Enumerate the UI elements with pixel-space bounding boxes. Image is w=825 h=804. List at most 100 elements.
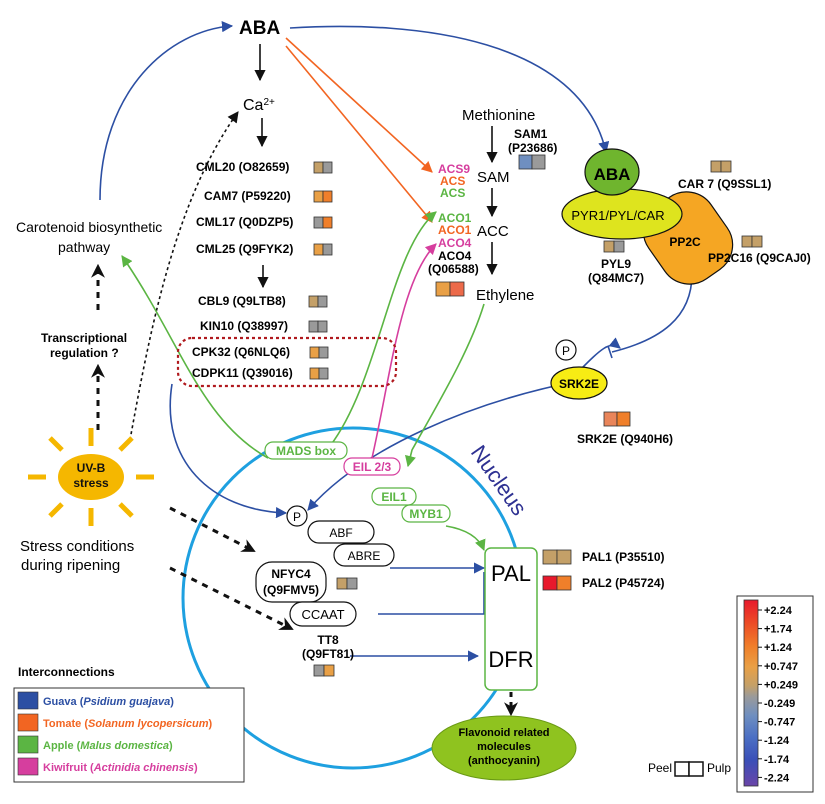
gene-acs-tomato: ACS xyxy=(440,174,465,188)
heat-tt8 xyxy=(313,664,335,677)
heat-cml25 xyxy=(313,243,333,256)
legend-item-guava: Guava (Psidium guajava) xyxy=(17,691,174,710)
stress-label-line2: during ripening xyxy=(21,557,120,574)
pyr-label: PYR1/PYL/CAR xyxy=(571,208,664,223)
gene-aco4-line1: ACO4 xyxy=(438,249,472,263)
peel-swatch xyxy=(674,761,690,777)
mads-box-node xyxy=(264,441,348,460)
blue-pp2c-to-srk2e xyxy=(611,273,693,353)
abf-node xyxy=(307,520,375,544)
heat-cml17 xyxy=(313,216,333,229)
blue-carotenoid-to-aba xyxy=(99,21,234,201)
heat-pyl9 xyxy=(603,240,625,253)
gene-cbl9: CBL9 (Q9LTB8) xyxy=(198,294,286,308)
heat-nfyc4 xyxy=(336,577,358,590)
ccaat-node xyxy=(289,601,357,627)
arrow-uvb-to-nfyc4 xyxy=(169,506,256,552)
flavonoid-label-line2: molecules xyxy=(477,741,531,753)
gene-cml20: CML20 (O82659) xyxy=(196,160,289,174)
blue-aba-to-receptor xyxy=(289,25,610,154)
legend-label-tomato: Tomate (Solanum lycopersicum) xyxy=(43,718,212,730)
legend-title: Interconnections xyxy=(18,665,115,679)
heat-aco4 xyxy=(435,281,465,297)
pal-dfr-box xyxy=(484,547,538,691)
gene-cml25: CML25 (Q9FYK2) xyxy=(196,242,293,256)
uvb-sun-icon xyxy=(28,428,154,526)
blue-cdpk-to-p xyxy=(169,383,288,519)
legend-label-apple: Apple (Malus domestica) xyxy=(43,740,173,752)
scale-label: +0.249 xyxy=(764,679,798,691)
legend-label-kiwi: Kiwifruit (Actinidia chinensis) xyxy=(43,762,198,774)
gene-aco1-tomato: ACO1 xyxy=(438,223,472,237)
calcium-label: Ca2+ xyxy=(243,97,275,115)
transcriptional-label-line1: Transcriptional xyxy=(41,331,127,345)
gene-car7: CAR 7 (Q9SSL1) xyxy=(678,177,771,191)
dotted-uvb-to-ca xyxy=(129,111,239,441)
phosphate-label-srk2e: P xyxy=(562,344,570,358)
carotenoid-label-line1: Carotenoid biosynthetic xyxy=(16,219,162,235)
myb1-label: MYB1 xyxy=(409,507,443,521)
legend-label-guava: Guava (Psidium guajava) xyxy=(43,696,174,708)
legend-item-kiwi: Kiwifruit (Actinidia chinensis) xyxy=(17,757,198,776)
sam-label: SAM xyxy=(477,169,510,186)
eil23-label: EIL 2/3 xyxy=(353,460,392,474)
gene-sam1-line2: (P23686) xyxy=(508,141,557,155)
gene-pal1: PAL1 (P35510) xyxy=(582,550,664,564)
srk2e-shape xyxy=(550,366,608,400)
aba-receptor-label: ABA xyxy=(594,165,631,184)
gene-nfyc4-line1: NFYC4 xyxy=(271,567,311,581)
heat-cbl9 xyxy=(308,295,328,308)
heat-cpk32 xyxy=(309,346,329,359)
arrow-stress-to-tt8 xyxy=(169,566,294,630)
aba-ligand-shape xyxy=(584,148,640,196)
abre-node xyxy=(333,543,395,567)
gene-acs-apple: ACS xyxy=(440,186,465,200)
uvb-label-line1: UV-B xyxy=(77,461,106,475)
scale-label: -0.747 xyxy=(764,717,795,729)
methionine-label: Methionine xyxy=(462,107,535,124)
heat-srk2e xyxy=(603,411,631,427)
pink-eil23-to-aco4 xyxy=(371,243,437,459)
scale-bar xyxy=(743,599,759,787)
blue-srk2e-to-p xyxy=(307,377,595,511)
blue-p-to-srk2e xyxy=(579,337,621,371)
srk2e-label: SRK2E xyxy=(559,377,599,391)
blue-ccaat-to-pal xyxy=(378,572,485,615)
heat-cam7 xyxy=(313,190,333,203)
green-myb1-to-pal xyxy=(445,525,486,552)
nfyc4-node xyxy=(255,561,327,603)
gene-aco4-kiwi: ACO4 xyxy=(438,236,472,250)
eil1-label: EIL1 xyxy=(381,490,407,504)
scale-label: -2.24 xyxy=(764,772,790,784)
uvb-label-line2: stress xyxy=(73,476,109,490)
green-mads-to-aco1 xyxy=(329,211,437,447)
dfr-label: DFR xyxy=(488,647,533,672)
scale-ticks: +2.24+1.74+1.24+0.747+0.249-0.249-0.747-… xyxy=(758,605,798,784)
cdpk-highlight-box xyxy=(176,336,398,388)
gene-acs9-kiwi: ACS9 xyxy=(438,162,470,176)
heat-cdpk11 xyxy=(309,367,329,380)
scale-label: +1.74 xyxy=(764,624,793,636)
scale-label: -0.249 xyxy=(764,698,795,710)
gene-pyl9-line1: PYL9 xyxy=(601,257,631,271)
legend-swatch-tomato xyxy=(17,713,39,732)
abre-label: ABRE xyxy=(348,549,381,563)
legend-box xyxy=(13,687,245,783)
gene-cdpk11: CDPK11 (Q39016) xyxy=(192,366,293,380)
pp2c-label: PP2C xyxy=(669,235,701,249)
gene-cpk32: CPK32 (Q6NLQ6) xyxy=(192,345,290,359)
flavonoid-node xyxy=(431,715,577,781)
heat-car7 xyxy=(710,160,732,173)
phosphate-icon-abf xyxy=(286,505,308,527)
legend-item-apple: Apple (Malus domestica) xyxy=(17,735,173,754)
heat-cml20 xyxy=(313,161,333,174)
gene-kin10: KIN10 (Q38997) xyxy=(200,319,288,333)
stress-label-line1: Stress conditions xyxy=(20,538,134,555)
gene-cml17: CML17 (Q0DZP5) xyxy=(196,215,293,229)
heat-pal2 xyxy=(542,575,572,591)
transcriptional-label-line2: regulation ? xyxy=(50,346,119,360)
gene-aco4-line2: (Q06588) xyxy=(428,262,479,276)
gene-nfyc4-line2: (Q9FMV5) xyxy=(263,583,319,597)
pulp-swatch xyxy=(688,761,704,777)
